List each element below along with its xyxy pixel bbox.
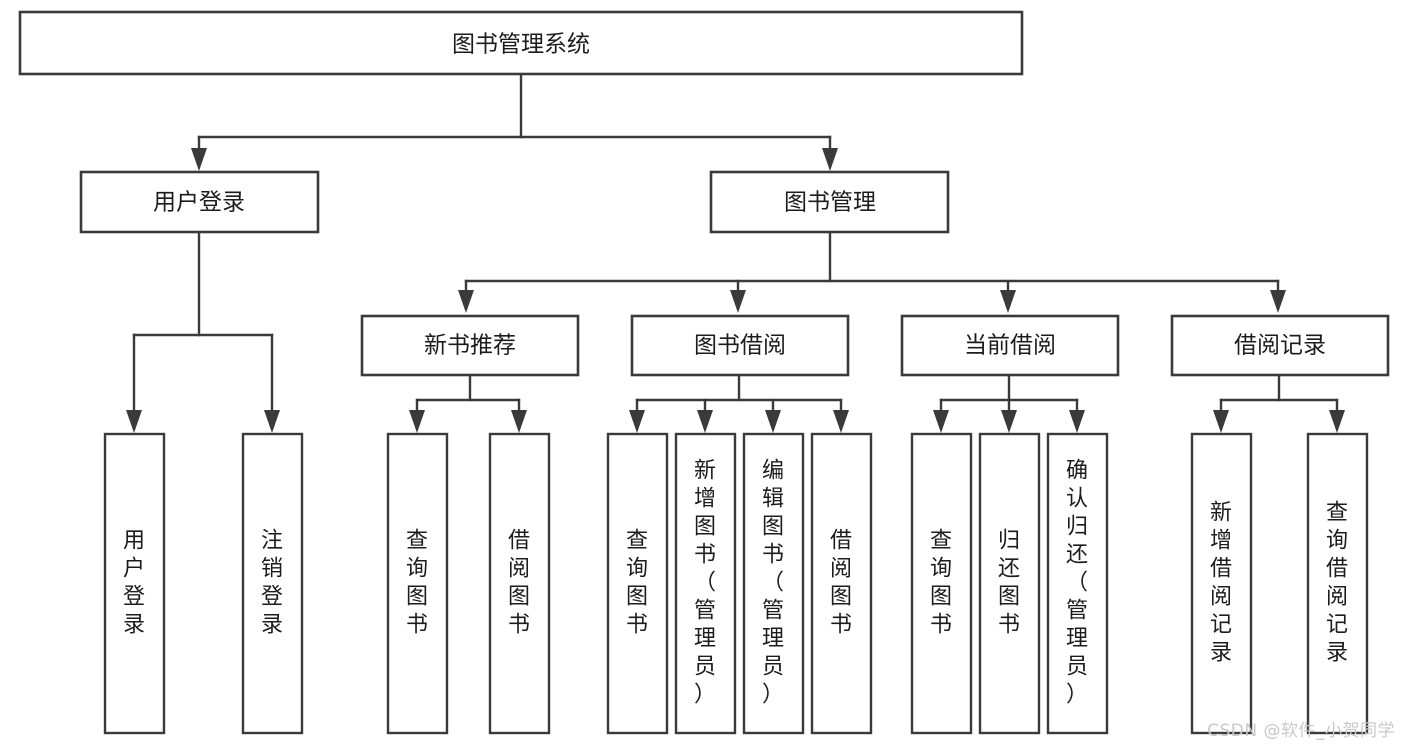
- leaf-new-book-query-label: 查询图书: [406, 529, 428, 638]
- node-new-book-recommend[interactable]: 新书推荐: [360, 314, 580, 377]
- leaf-current-borrow-confirm[interactable]: 确认归还（管理员）: [1046, 432, 1109, 735]
- leaf-borrow-record-add[interactable]: 新增借阅记录: [1190, 432, 1253, 735]
- arrowhead-new-book: [458, 290, 474, 313]
- leaf-book-borrow-edit-label: 编辑图书（管理员）: [762, 459, 784, 708]
- node-user-login[interactable]: 用户登录: [79, 170, 320, 234]
- node-book-management-label: 图书管理: [784, 190, 876, 216]
- arrowhead-leaf-user-login: [126, 410, 142, 433]
- leaf-current-borrow-confirm-box: [1046, 432, 1109, 735]
- arrowhead-br-leaf-1: [1213, 410, 1229, 433]
- leaf-book-borrow-add[interactable]: 新增图书（管理员）: [674, 432, 737, 735]
- leaf-book-borrow-edit-box: [742, 432, 805, 735]
- leaf-user-login-logout-box: [241, 432, 304, 735]
- arrowhead-bb-leaf-1: [629, 410, 645, 433]
- node-current-borrow-box: [900, 314, 1120, 377]
- leaf-current-borrow-query-box: [910, 432, 973, 735]
- leaf-borrow-record-query[interactable]: 查询借阅记录: [1306, 432, 1369, 735]
- leaf-current-borrow-confirm-label: 确认归还（管理员）: [1066, 459, 1088, 708]
- leaf-new-book-borrow-box: [488, 432, 551, 735]
- node-borrow-record-box: [1170, 314, 1390, 377]
- arrowhead-bb-leaf-2: [697, 410, 713, 433]
- arrowhead-group: [126, 148, 1345, 433]
- node-book-management[interactable]: 图书管理: [709, 170, 950, 234]
- leaf-book-borrow-edit[interactable]: 编辑图书（管理员）: [742, 432, 805, 735]
- leaf-book-borrow-query-box: [606, 432, 669, 735]
- csdn-watermark: CSDN @软件_小贺同学: [1207, 721, 1395, 741]
- leaf-borrow-record-query-box: [1306, 432, 1369, 735]
- node-root-system[interactable]: 图书管理系统: [18, 10, 1024, 76]
- node-borrow-record[interactable]: 借阅记录: [1170, 314, 1390, 377]
- leaf-current-borrow-query-label: 查询图书: [930, 529, 952, 638]
- leaf-book-borrow-query[interactable]: 查询图书: [606, 432, 669, 735]
- arrowhead-cb-leaf-2: [1001, 410, 1017, 433]
- arrowhead-br-leaf-2: [1329, 410, 1345, 433]
- leaf-borrow-record-add-label: 新增借阅记录: [1210, 501, 1232, 666]
- arrowhead-cb-leaf-1: [933, 410, 949, 433]
- arrowhead-leaf-logout: [264, 410, 280, 433]
- node-book-borrow-box: [630, 314, 850, 377]
- leaf-new-book-borrow-label: 借阅图书: [508, 529, 530, 638]
- leaf-new-book-query[interactable]: 查询图书: [386, 432, 449, 735]
- leaf-user-login-login-box: [103, 432, 166, 735]
- leaf-borrow-record-query-label: 查询借阅记录: [1326, 501, 1348, 666]
- leaf-book-borrow-add-box: [674, 432, 737, 735]
- leaf-user-login-logout[interactable]: 注销登录: [241, 432, 304, 735]
- node-book-borrow[interactable]: 图书借阅: [630, 314, 850, 377]
- leaf-book-borrow-add-label: 新增图书（管理员）: [694, 459, 716, 708]
- arrowhead-cb-leaf-3: [1069, 410, 1085, 433]
- leaf-book-borrow-query-label: 查询图书: [626, 529, 648, 638]
- node-borrow-record-label: 借阅记录: [1234, 333, 1326, 359]
- arrowhead-book-borrow: [730, 290, 746, 313]
- arrowhead-borrow-record: [1270, 290, 1286, 313]
- leaf-current-borrow-return-label: 归还图书: [998, 529, 1020, 638]
- arrowhead-current-borrow: [1000, 290, 1016, 313]
- leaf-book-borrow-borrow-box: [810, 432, 873, 735]
- leaf-book-borrow-borrow-label: 借阅图书: [830, 529, 852, 638]
- leaf-user-login-login[interactable]: 用户登录: [103, 432, 166, 735]
- leaf-new-book-borrow[interactable]: 借阅图书: [488, 432, 551, 735]
- arrowhead-nb-leaf-2: [511, 410, 527, 433]
- node-user-login-box: [79, 170, 320, 234]
- arrowhead-nb-leaf-1: [409, 410, 425, 433]
- arrowhead-bb-leaf-4: [833, 410, 849, 433]
- node-book-borrow-label: 图书借阅: [694, 333, 786, 359]
- node-new-book-recommend-label: 新书推荐: [424, 333, 516, 359]
- node-new-book-recommend-box: [360, 314, 580, 377]
- arrowhead-user-login: [191, 148, 207, 171]
- node-book-management-box: [709, 170, 950, 234]
- leaf-user-login-login-label: 用户登录: [123, 529, 145, 638]
- leaf-user-login-logout-label: 注销登录: [261, 529, 283, 638]
- node-user-login-label: 用户登录: [153, 190, 245, 216]
- leaf-current-borrow-return-box: [978, 432, 1041, 735]
- node-root-label: 图书管理系统: [452, 32, 590, 58]
- node-root-box: [18, 10, 1024, 76]
- node-current-borrow-label: 当前借阅: [964, 333, 1056, 359]
- node-current-borrow[interactable]: 当前借阅: [900, 314, 1120, 377]
- leaf-current-borrow-return[interactable]: 归还图书: [978, 432, 1041, 735]
- leaf-borrow-record-add-box: [1190, 432, 1253, 735]
- leaf-new-book-query-box: [386, 432, 449, 735]
- arrowhead-book-mgmt: [822, 148, 838, 171]
- arrowhead-bb-leaf-3: [765, 410, 781, 433]
- leaf-current-borrow-query[interactable]: 查询图书: [910, 432, 973, 735]
- leaf-book-borrow-borrow[interactable]: 借阅图书: [810, 432, 873, 735]
